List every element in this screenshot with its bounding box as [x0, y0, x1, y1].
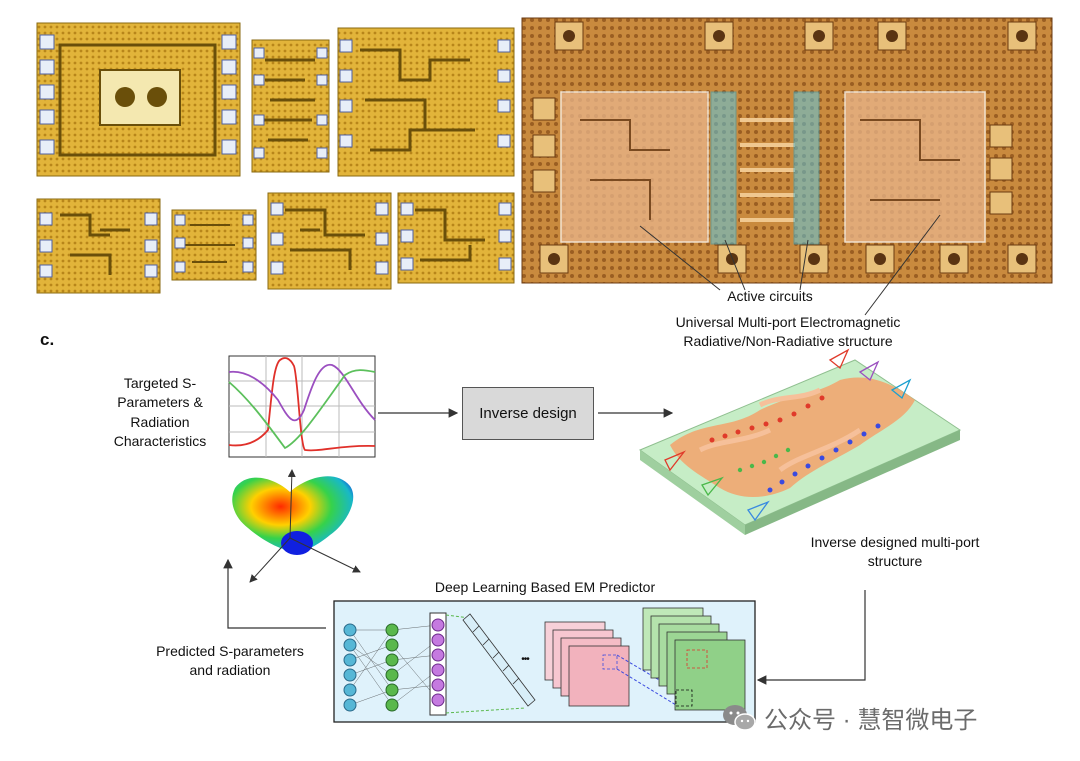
nn-output-layer: [431, 618, 445, 707]
feature-maps-pink: [544, 621, 630, 707]
label-targeted-line1: Targeted S-: [123, 375, 197, 391]
flow-arrows: [223, 408, 866, 685]
label-inverse-designed-line1: Inverse designed multi-port: [810, 534, 980, 550]
plot-curve-green: [228, 369, 376, 450]
chip-photo-4: [36, 198, 161, 294]
plot-curve-purple: [228, 364, 376, 422]
inverse-design-label: Inverse design: [479, 405, 577, 422]
label-targeted-line3: Radiation: [130, 414, 190, 430]
watermark: 公众号 · 慧智微电子: [722, 700, 977, 735]
dl-predictor-box: [333, 600, 756, 723]
radiation-pattern-3d: [232, 469, 361, 583]
die-callout-lines: [639, 214, 941, 316]
inverse-design-box: Inverse design: [462, 387, 594, 440]
chip-photo-5: [171, 209, 257, 281]
inverse-designed-structure: [638, 348, 962, 535]
chip-photo-7: [397, 192, 515, 284]
chip-photo-6: [267, 192, 392, 290]
label-targeted-line4: Characteristics: [113, 433, 207, 449]
ellipsis-dots: •••: [521, 654, 530, 665]
die-photo: [521, 17, 1053, 284]
wechat-icon: [722, 703, 756, 733]
watermark-text: 公众号 · 慧智微电子: [764, 707, 978, 734]
chip-photo-3: [337, 27, 515, 177]
s-parameter-plot: [228, 355, 376, 458]
label-predicted-line1: Predicted S-parameters: [156, 643, 304, 659]
label-targeted-line2: Parameters &: [117, 394, 203, 410]
flattened-vector: [462, 613, 536, 707]
chip-gallery: [36, 22, 515, 294]
nn-hidden-layer: [385, 623, 399, 712]
label-dl-predictor: Deep Learning Based EM Predictor: [434, 579, 656, 595]
label-universal-line2: Radiative/Non-Radiative structure: [683, 333, 893, 349]
chip-photo-2: [251, 39, 330, 173]
label-universal-line1: Universal Multi-port Electromagnetic: [675, 314, 901, 330]
label-active-circuits: Active circuits: [727, 288, 813, 304]
plot-curve-red: [228, 357, 376, 452]
label-predicted-line2: and radiation: [189, 662, 271, 678]
feature-maps-green: [642, 607, 746, 711]
chip-photo-1: [36, 22, 241, 177]
nn-input-layer: [343, 623, 357, 712]
label-inverse-designed-line2: structure: [867, 553, 923, 569]
panel-label-c: c.: [40, 330, 55, 349]
